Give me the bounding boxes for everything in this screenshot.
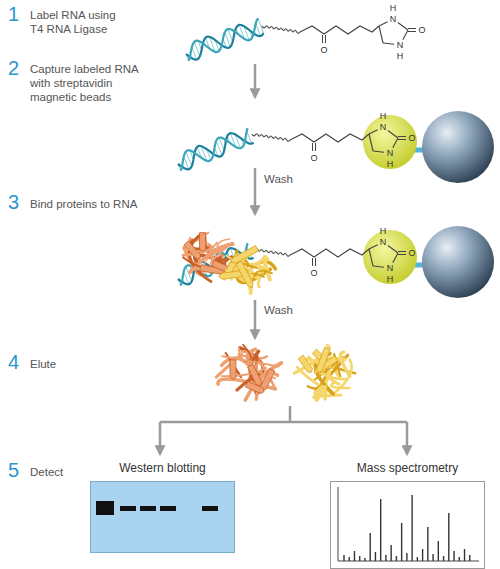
western-blot-panel: Western blotting — [90, 458, 235, 553]
atom-label: H — [387, 275, 394, 284]
step-number: 5 — [8, 460, 19, 480]
atom-label: H — [390, 4, 397, 13]
atom-label: O — [418, 26, 425, 35]
mass-spectrum-panel: Mass spectrometry — [330, 458, 485, 569]
atom-label: N — [390, 15, 397, 24]
atom-label: H — [387, 160, 394, 169]
step-number: 2 — [8, 58, 19, 78]
step-number: 1 — [8, 4, 19, 24]
panel-heading: Mass spectrometry — [357, 461, 458, 476]
atom-label: H — [380, 112, 387, 121]
atom-label: O — [408, 134, 415, 143]
step-number: 4 — [8, 352, 19, 372]
rna-molecules — [178, 18, 416, 285]
atom-label: N — [380, 238, 387, 247]
streptavidin-beads — [363, 111, 494, 298]
panel-heading: Western blotting — [119, 461, 206, 476]
atom-label: O — [320, 46, 327, 55]
wash-label: Wash — [264, 303, 293, 317]
protein-ribbons — [183, 233, 355, 401]
atom-label: N — [380, 123, 387, 132]
atom-label: H — [380, 227, 387, 236]
step-text: Bind proteins to RNA — [30, 197, 180, 211]
atom-label: H — [397, 52, 404, 61]
step-text: Elute — [30, 357, 130, 371]
atom-label: N — [387, 264, 394, 273]
step-number: 3 — [8, 192, 19, 212]
atom-label: O — [310, 269, 317, 278]
step-text: Label RNA using T4 RNA Ligase — [30, 8, 128, 36]
atom-label: N — [397, 41, 404, 50]
atom-label: N — [387, 149, 394, 158]
step-text: Capture labeled RNA with streptavidin ma… — [30, 62, 148, 104]
blot-membrane — [90, 481, 235, 553]
step-text: Detect — [30, 465, 90, 479]
wash-label: Wash — [264, 172, 293, 186]
atom-label: O — [310, 154, 317, 163]
atom-label: O — [408, 249, 415, 258]
spectrum-plot — [330, 481, 485, 569]
